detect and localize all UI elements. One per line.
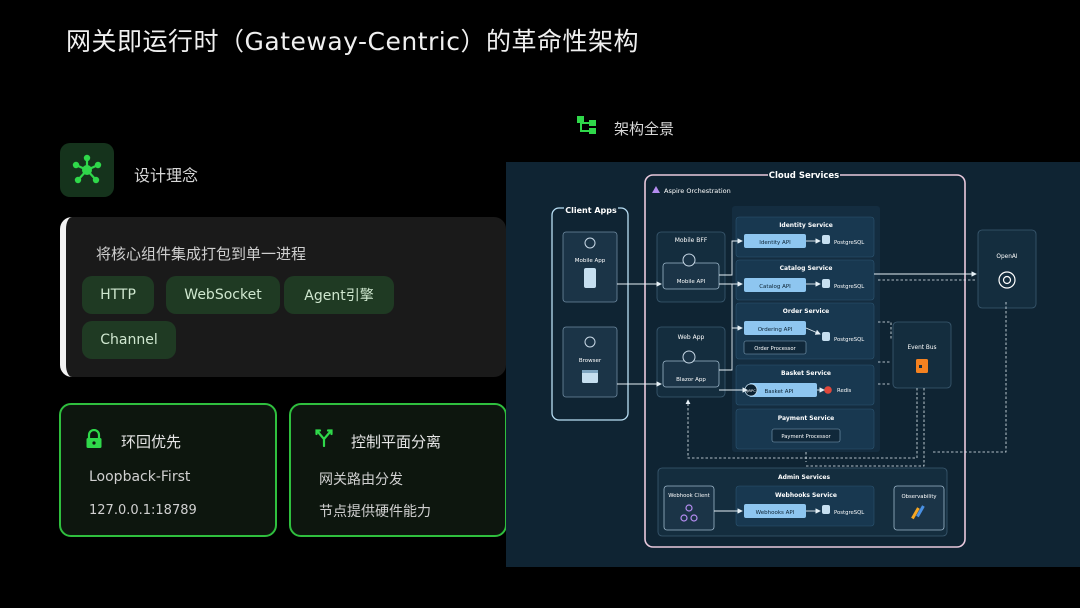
page-title: 网关即运行时（Gateway-Centric）的革命性架构 — [66, 27, 639, 56]
fork-icon — [315, 429, 333, 447]
design-panel: 将核心组件集成打包到单一进程 HTTP WebSocket Agent引擎 Ch… — [60, 217, 506, 377]
admin-services-label: Admin Services — [778, 474, 831, 481]
web-app-label: Web App — [678, 334, 705, 341]
aspire-icon — [652, 186, 660, 193]
openai-logo-icon — [998, 271, 1016, 289]
observability-label: Observability — [901, 494, 936, 500]
architecture-heading: 架构全景 — [614, 120, 675, 138]
card-control-plane-title: 控制平面分离 — [351, 433, 442, 451]
design-icon-tile — [60, 143, 114, 197]
blazor-app-label: Blazor App — [676, 377, 706, 383]
webhooks-service-label: Webhooks Service — [775, 492, 837, 499]
tree-structure-icon — [577, 116, 596, 134]
browser-window-icon — [582, 370, 598, 383]
card-loopback-line-1: Loopback-First — [89, 469, 191, 485]
postgres-icon — [822, 332, 830, 341]
postgres-icon — [822, 505, 830, 514]
order-db-label: PostgreSQL — [834, 337, 864, 343]
webhooks-api-label: Webhooks API — [756, 510, 795, 516]
card-loopback: 环回优先 Loopback-First 127.0.0.1:18789 — [59, 403, 277, 537]
cloud-services-label: Cloud Services — [769, 171, 839, 181]
browser-globe-icon — [584, 336, 596, 348]
card-loopback-line-2: 127.0.0.1:18789 — [89, 503, 197, 518]
mobile-app-icon — [584, 237, 596, 249]
payment-service-label: Payment Service — [778, 415, 835, 422]
identity-db-label: PostgreSQL — [834, 240, 864, 246]
chip-agent-engine: Agent引擎 — [284, 276, 394, 314]
basket-api-label: Basket API — [765, 389, 794, 395]
chip-channel: Channel — [82, 321, 176, 359]
catalog-service-label: Catalog Service — [780, 265, 833, 272]
chip-websocket: WebSocket — [166, 276, 280, 314]
event-bus-label: Event Bus — [907, 345, 936, 351]
redis-label: Redis — [837, 388, 852, 394]
aspire-orchestration-label: Aspire Orchestration — [664, 187, 731, 195]
catalog-api-label: Catalog API — [759, 284, 791, 290]
postgres-icon — [822, 235, 830, 244]
chip-http: HTTP — [82, 276, 154, 314]
catalog-db-label: PostgreSQL — [834, 284, 864, 290]
architecture-diagram: Cloud Services Aspire Orchestration Clie… — [506, 162, 1080, 567]
webhooks-db-label: PostgreSQL — [834, 510, 864, 516]
grpc-label: gRPC — [746, 389, 756, 393]
observability-icon — [911, 505, 925, 520]
webhook-client-label: Webhook Client — [668, 493, 709, 499]
identity-service-label: Identity Service — [779, 222, 833, 229]
client-apps-label: Client Apps — [565, 206, 617, 215]
payment-processor-label: Payment Processor — [781, 434, 831, 440]
phone-icon — [584, 268, 596, 288]
webhook-icon — [680, 504, 698, 522]
design-description: 将核心组件集成打包到单一进程 — [96, 245, 307, 263]
mobile-app-label: Mobile App — [575, 258, 606, 264]
browser-label: Browser — [579, 358, 602, 364]
order-service-label: Order Service — [783, 308, 829, 315]
card-control-plane: 控制平面分离 网关路由分发 节点提供硬件能力 — [289, 403, 507, 537]
design-heading: 设计理念 — [134, 166, 199, 185]
openai-label: OpenAI — [996, 254, 1017, 260]
blazor-icon — [682, 350, 696, 364]
order-processor-label: Order Processor — [754, 346, 796, 352]
basket-service-label: Basket Service — [781, 370, 831, 377]
lock-icon — [86, 429, 102, 448]
postgres-icon — [822, 279, 830, 288]
network-hub-icon — [72, 154, 102, 184]
card-control-plane-line-2: 节点提供硬件能力 — [319, 504, 431, 520]
card-loopback-title: 环回优先 — [121, 433, 182, 451]
ordering-api-label: Ordering API — [758, 327, 793, 333]
redis-icon — [824, 386, 832, 394]
card-control-plane-line-1: 网关路由分发 — [319, 472, 403, 488]
identity-api-label: Identity API — [759, 240, 791, 246]
mobile-bff-icon — [682, 253, 696, 267]
mobile-bff-label: Mobile BFF — [675, 237, 708, 244]
mobile-api-label: Mobile API — [677, 279, 706, 285]
